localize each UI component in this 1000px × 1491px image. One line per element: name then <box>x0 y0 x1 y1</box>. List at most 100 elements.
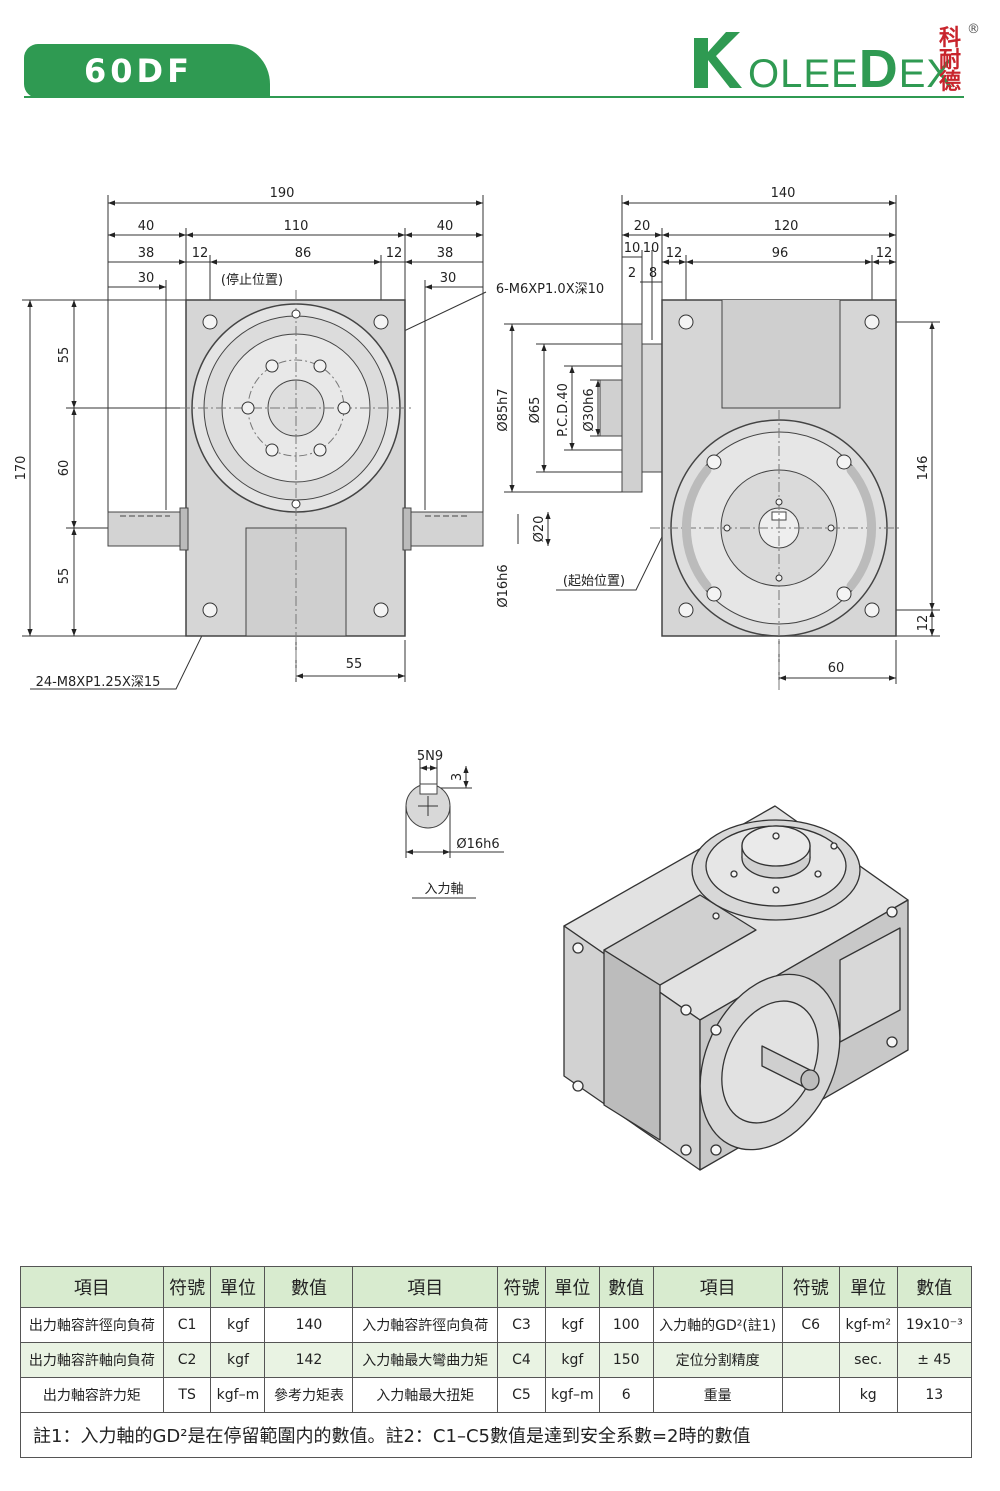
keyway-label: 5N9 <box>417 749 443 764</box>
spec-table: 項目 符號 單位 數值 項目 符號 單位 數值 項目 符號 單位 數值 出力軸容… <box>20 1266 973 1458</box>
dim-120: 120 <box>774 219 799 234</box>
header-cell: 數值 <box>264 1266 354 1308</box>
header-cell: 單位 <box>544 1266 600 1308</box>
dim-110: 110 <box>284 219 309 234</box>
front-dimension-lines <box>22 195 487 690</box>
input-shaft-caption: 入力軸 <box>424 882 463 897</box>
side-dimension-lines <box>504 195 940 684</box>
header-cell: 項目 <box>352 1266 499 1308</box>
table-cell: kgf <box>544 1307 600 1343</box>
dim-8: 8 <box>649 266 657 281</box>
table-cell: kg <box>838 1377 898 1413</box>
dim-190: 190 <box>270 186 295 201</box>
table-cell: 出力軸容許徑向負荷 <box>20 1307 164 1343</box>
front-view <box>22 195 487 690</box>
table-cell: sec. <box>838 1342 898 1378</box>
shaft-detail <box>405 760 504 899</box>
table-cell: 入力軸最大彎曲力矩 <box>352 1342 499 1378</box>
table-cell: 150 <box>598 1342 654 1378</box>
tapped-holes-label: 6-M6XP1.0X深10 <box>496 282 604 297</box>
table-cell: 140 <box>264 1307 354 1343</box>
table-cell: ± 45 <box>896 1342 973 1378</box>
dim-10-b: 10 <box>643 241 660 256</box>
table-cell <box>781 1342 840 1378</box>
table-cell: C1 <box>162 1307 212 1343</box>
key-depth-label: 3 <box>450 773 465 781</box>
table-cell: kgf <box>210 1342 266 1378</box>
pcd-40: P.C.D.40 <box>556 383 571 437</box>
dim-bottom-55: 55 <box>346 657 363 672</box>
table-cell: C2 <box>162 1342 212 1378</box>
dim-140: 140 <box>771 186 796 201</box>
dim-12-a: 12 <box>666 246 683 261</box>
header-cell: 符號 <box>497 1266 546 1308</box>
registered-mark: ® <box>967 22 980 37</box>
dim-left-38: 38 <box>138 246 155 261</box>
front-view-labels: 190 40 110 40 38 12 86 12 38 30 30 (停止位置… <box>14 186 604 690</box>
start-position-label: (起始位置) <box>563 574 625 589</box>
table-cell: kgf–m <box>210 1377 266 1413</box>
header-cell: 項目 <box>652 1266 783 1308</box>
table-row: 出力軸容許力矩 TS kgf–m 參考力矩表 入力軸最大扭矩 C5 kgf–m … <box>20 1377 973 1413</box>
table-note: 註1：入力軸的GD²是在停留範圍内的數值。註2：C1–C5數值是達到安全系數=2… <box>20 1412 972 1458</box>
dim-right-40: 40 <box>437 219 454 234</box>
technical-drawing: 190 40 110 40 38 12 86 12 38 30 30 (停止位置… <box>14 186 940 1171</box>
dim-170: 170 <box>14 456 29 481</box>
dim-right-12: 12 <box>386 246 403 261</box>
dim-2: 2 <box>628 266 636 281</box>
dim-12-c: 12 <box>916 615 931 632</box>
table-cell: C3 <box>497 1307 546 1343</box>
dim-left-40: 40 <box>138 219 155 234</box>
header-cell: 項目 <box>20 1266 164 1308</box>
brand-k-mark-icon <box>694 32 742 88</box>
table-cell: 入力軸最大扭矩 <box>352 1377 499 1413</box>
brand-logo: OLEEDEX 科 耐 德 ® <box>690 22 980 99</box>
table-cell: 出力軸容許軸向負荷 <box>20 1342 164 1378</box>
dim-lower-55: 55 <box>57 568 72 585</box>
table-cell: C4 <box>497 1342 546 1378</box>
side-view <box>504 195 940 690</box>
shaft-detail-labels: 5N9 3 Ø16h6 入力軸 <box>417 749 500 897</box>
dim-left-30: 30 <box>138 271 155 286</box>
dim-146: 146 <box>916 456 931 481</box>
dia-16h6: Ø16h6 <box>496 564 511 607</box>
header-cell: 單位 <box>210 1266 266 1308</box>
header-cell: 單位 <box>838 1266 898 1308</box>
dim-12-b: 12 <box>876 246 893 261</box>
header-cell: 數值 <box>598 1266 654 1308</box>
dim-20: 20 <box>634 219 651 234</box>
table-cell: 入力軸容許徑向負荷 <box>352 1307 499 1343</box>
header-divider <box>24 96 964 98</box>
dim-right-38: 38 <box>437 246 454 261</box>
table-row: 出力軸容許徑向負荷 C1 kgf 140 入力軸容許徑向負荷 C3 kgf 10… <box>20 1307 973 1343</box>
dim-left-12: 12 <box>192 246 209 261</box>
table-cell: kgf <box>210 1307 266 1343</box>
table-row: 出力軸容許軸向負荷 C2 kgf 142 入力軸最大彎曲力矩 C4 kgf 15… <box>20 1342 973 1378</box>
table-cell: TS <box>162 1377 212 1413</box>
spec-table-header: 項目 符號 單位 數值 項目 符號 單位 數值 項目 符號 單位 數值 <box>20 1266 973 1308</box>
table-cell: 入力軸的GD²(註1) <box>652 1307 783 1343</box>
dim-upper-55: 55 <box>57 347 72 364</box>
table-cell: kgf <box>544 1342 600 1378</box>
dim-right-30: 30 <box>440 271 457 286</box>
model-tab: 60DF <box>24 44 270 98</box>
table-cell: C5 <box>497 1377 546 1413</box>
dia-65: Ø65 <box>528 397 543 424</box>
stop-position-label: (停止位置) <box>221 272 283 288</box>
table-cell: 出力軸容許力矩 <box>20 1377 164 1413</box>
table-cell: 6 <box>598 1377 654 1413</box>
header-cell: 數值 <box>896 1266 973 1308</box>
table-cell <box>781 1377 840 1413</box>
dim-86: 86 <box>295 246 312 261</box>
dia-20: Ø20 <box>532 516 547 543</box>
table-cell: 重量 <box>652 1377 783 1413</box>
table-cell: 142 <box>264 1342 354 1378</box>
header-cell: 符號 <box>162 1266 212 1308</box>
table-cell: 參考力矩表 <box>264 1377 354 1413</box>
header-cell: 符號 <box>781 1266 840 1308</box>
table-cell: kgf-m² <box>838 1307 898 1343</box>
model-title: 60DF <box>84 52 193 90</box>
dim-60: 60 <box>828 661 845 676</box>
table-cell: kgf–m <box>544 1377 600 1413</box>
mounting-holes-label: 24-M8XP1.25X深15 <box>36 675 161 690</box>
